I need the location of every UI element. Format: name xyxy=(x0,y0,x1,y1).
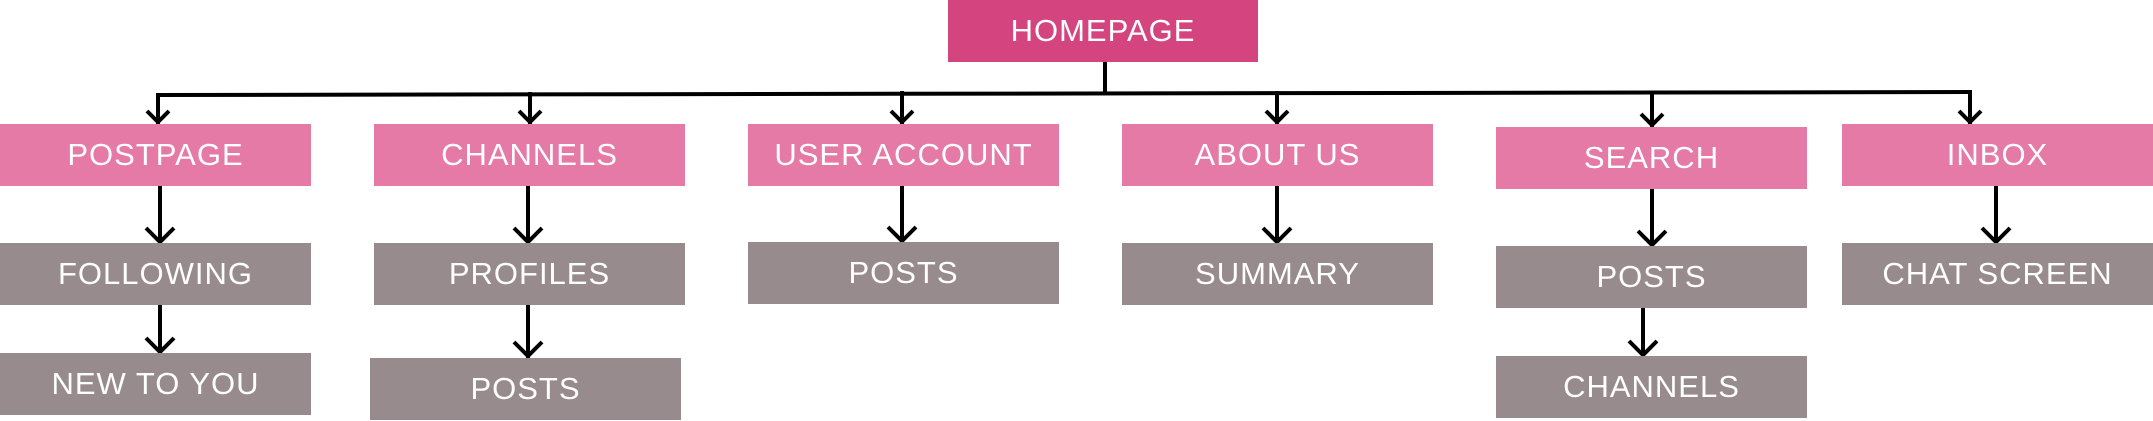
drop-about-us-head xyxy=(1264,109,1290,125)
arrow-profiles-posts-head xyxy=(512,340,544,359)
drop-user-account-head xyxy=(889,109,915,125)
arrow-about-us-summary-head xyxy=(1261,226,1293,245)
node-channel-posts: POSTS xyxy=(370,358,681,420)
arrow-following-new-to-you-head xyxy=(144,336,176,355)
node-user-account: USER ACCOUNT xyxy=(748,124,1059,186)
node-postpage: POSTPAGE xyxy=(0,124,311,186)
node-profiles: PROFILES xyxy=(374,243,685,305)
node-summary: SUMMARY xyxy=(1122,243,1433,305)
drop-postpage-head xyxy=(145,109,171,125)
arrow-user-account-posts-head xyxy=(886,225,918,244)
arrow-search-posts-head xyxy=(1636,229,1668,248)
bus-line xyxy=(155,89,1973,98)
node-search: SEARCH xyxy=(1496,127,1807,189)
node-about-us: ABOUT US xyxy=(1122,124,1433,186)
drop-search-head xyxy=(1639,112,1665,128)
arrow-inbox-chat-screen-head xyxy=(1980,226,2012,245)
node-search-posts: POSTS xyxy=(1496,246,1807,308)
drop-channels-head xyxy=(517,109,543,125)
arrow-search-posts-channels-head xyxy=(1627,339,1659,358)
drop-inbox-head xyxy=(1957,109,1983,125)
arrow-channels-profiles-head xyxy=(512,226,544,245)
node-channels: CHANNELS xyxy=(374,124,685,186)
node-following: FOLLOWING xyxy=(0,243,311,305)
node-search-channels: CHANNELS xyxy=(1496,356,1807,418)
node-inbox: INBOX xyxy=(1842,124,2153,186)
node-chat-screen: CHAT SCREEN xyxy=(1842,243,2153,305)
node-account-posts: POSTS xyxy=(748,242,1059,304)
arrow-postpage-following-head xyxy=(144,226,176,245)
node-new-to-you: NEW TO YOU xyxy=(0,353,311,415)
node-homepage: HOMEPAGE xyxy=(948,0,1258,62)
